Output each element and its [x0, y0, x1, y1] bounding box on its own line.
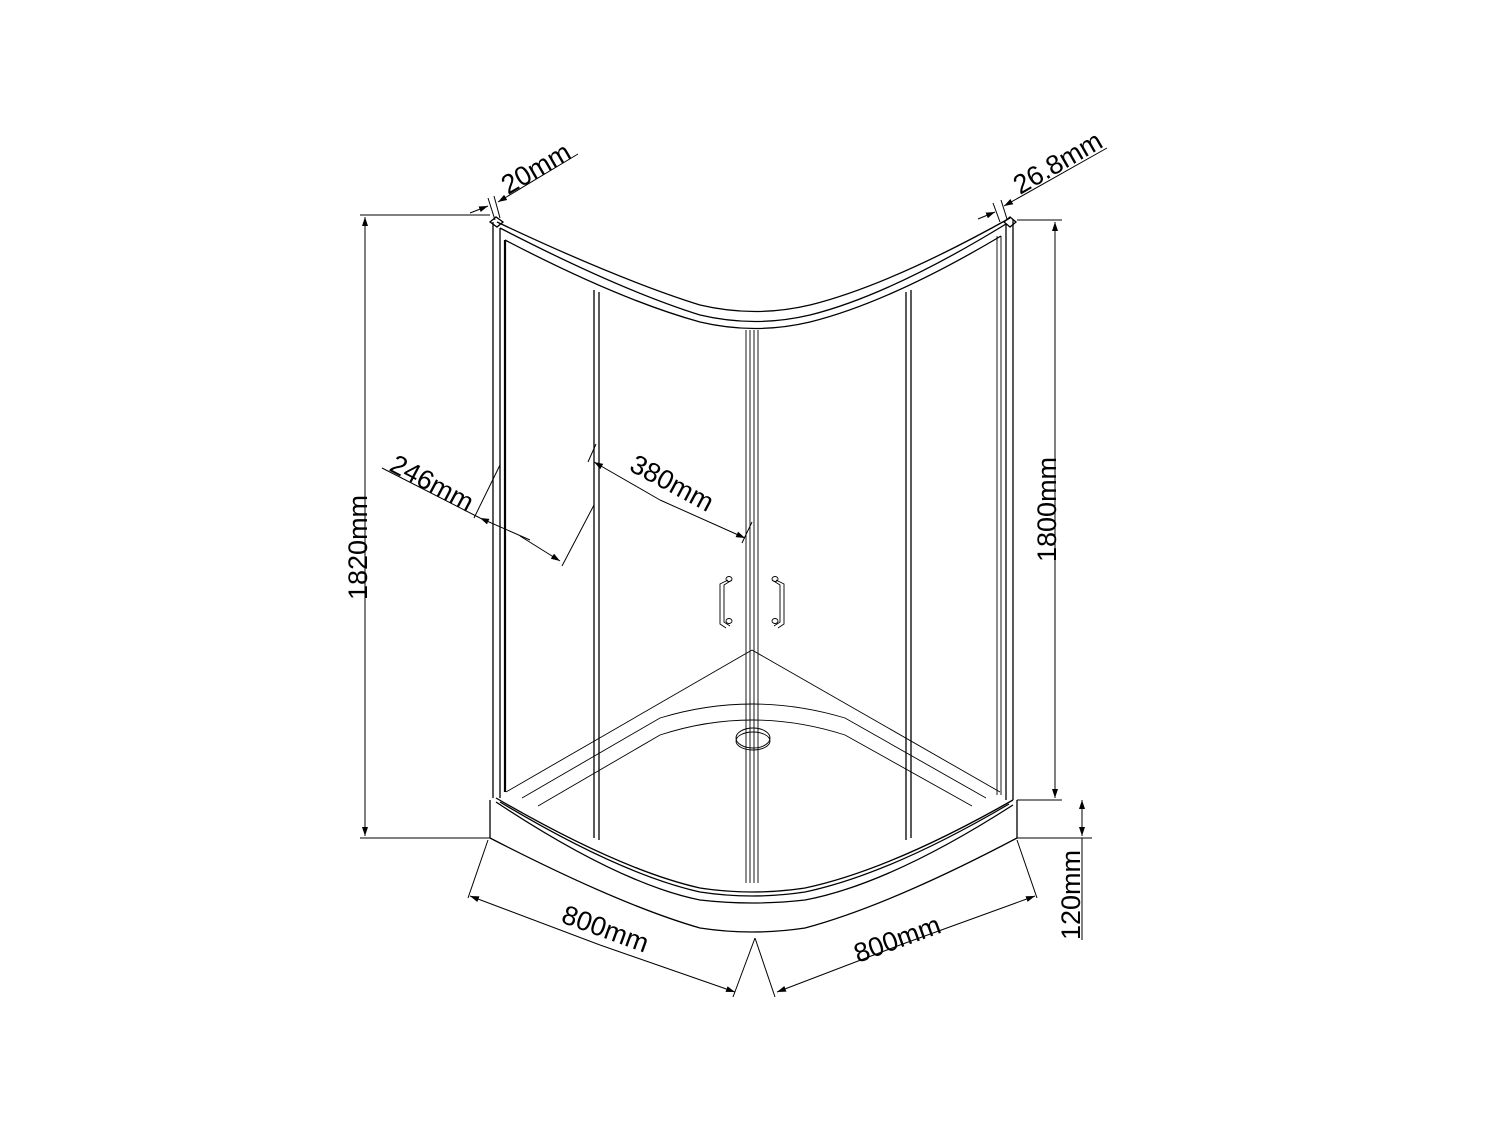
dimension-tray-height: 120mm — [1017, 800, 1092, 940]
dimension-fixed-panel-width: 246mm — [381, 449, 595, 567]
label-frame-profile-left: 20mm — [496, 137, 576, 200]
door-handle-left — [719, 576, 733, 629]
dimension-side-right: 800mm — [754, 839, 1038, 998]
label-side-right: 800mm — [850, 910, 945, 969]
dimension-frame-profile-left: 20mm — [469, 137, 579, 221]
dimension-side-left: 800mm — [467, 839, 756, 998]
label-enclosure-height: 1800mm — [1032, 457, 1062, 562]
dimension-door-width: 380mm — [587, 443, 753, 544]
dimension-total-height: 1820mm — [343, 214, 490, 839]
label-door-width: 380mm — [625, 449, 719, 518]
door-handle-right — [771, 576, 785, 629]
label-side-left: 800mm — [558, 899, 653, 958]
label-tray-height: 120mm — [1056, 850, 1086, 940]
label-total-height: 1820mm — [343, 495, 373, 600]
shower-tray — [489, 649, 1018, 933]
dimension-frame-profile-right: 26.8mm — [977, 125, 1107, 223]
label-frame-profile-right: 26.8mm — [1008, 125, 1107, 200]
enclosure-frame — [488, 216, 1018, 883]
dimension-enclosure-height: 1800mm — [1017, 219, 1062, 801]
label-fixed-panel-width: 246mm — [385, 449, 479, 518]
